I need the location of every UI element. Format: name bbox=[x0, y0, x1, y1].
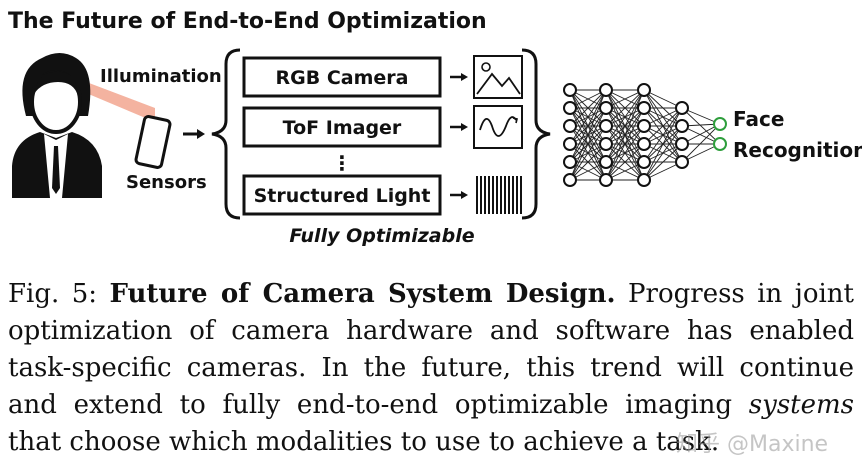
caption-title: Future of Camera System Design. bbox=[109, 279, 616, 309]
nn-node bbox=[563, 173, 577, 187]
caption-text: Progress in joint optimization of camera… bbox=[8, 279, 854, 420]
nn-edge bbox=[643, 107, 683, 163]
landscape-image-icon bbox=[473, 55, 523, 99]
nn-output-node bbox=[713, 117, 727, 131]
illumination-label: Illumination bbox=[100, 66, 222, 87]
nn-edge bbox=[605, 107, 645, 181]
vertical-ellipsis: ⋮ bbox=[332, 151, 352, 175]
person-icon bbox=[12, 53, 155, 198]
figure-title: The Future of End-to-End Optimization bbox=[8, 9, 487, 34]
nn-node bbox=[637, 155, 651, 169]
watermark: 知乎 @Maxine bbox=[676, 432, 829, 457]
output-label-recognition: Recognition bbox=[733, 138, 862, 162]
nn-edge bbox=[643, 89, 683, 109]
nn-node bbox=[637, 101, 651, 115]
figure-caption: Fig. 5: Future of Camera System Design. … bbox=[8, 276, 854, 461]
arrow-icon bbox=[450, 123, 468, 131]
stripe-pattern-icon bbox=[474, 174, 522, 216]
nn-edge bbox=[605, 89, 645, 145]
nn-edge bbox=[605, 143, 645, 181]
nn-node bbox=[637, 83, 651, 97]
caption-text-end: that choose which modalities to use to a… bbox=[8, 427, 720, 457]
nn-edge bbox=[569, 89, 607, 145]
nn-edge bbox=[681, 123, 721, 145]
module-rgb-camera: RGB Camera bbox=[242, 56, 442, 98]
right-brace bbox=[521, 48, 551, 220]
nn-edge bbox=[681, 125, 721, 145]
nn-node bbox=[599, 155, 613, 169]
output-label-face: Face bbox=[733, 107, 784, 131]
figure-diagram: The Future of End-to-End Optimization Il… bbox=[8, 9, 862, 247]
nn-edge bbox=[605, 161, 645, 181]
nn-node bbox=[637, 119, 651, 133]
nn-node bbox=[675, 155, 689, 169]
nn-node bbox=[675, 137, 689, 151]
left-brace bbox=[211, 48, 241, 220]
nn-edge bbox=[605, 89, 645, 127]
nn-node bbox=[599, 101, 613, 115]
sensors-label: Sensors bbox=[126, 172, 207, 193]
nn-edge bbox=[605, 89, 645, 181]
nn-edge bbox=[643, 143, 683, 181]
waveform-icon bbox=[473, 105, 523, 149]
nn-edge bbox=[643, 125, 683, 181]
nn-node bbox=[637, 173, 651, 187]
nn-edge bbox=[643, 107, 683, 127]
nn-node bbox=[599, 137, 613, 151]
arrow-icon bbox=[450, 73, 468, 81]
nn-edge bbox=[569, 89, 607, 163]
module-label: Structured Light bbox=[254, 185, 431, 207]
nn-node bbox=[563, 101, 577, 115]
module-label: ToF Imager bbox=[283, 117, 402, 139]
nn-node bbox=[563, 83, 577, 97]
caption-label: Fig. 5: bbox=[8, 279, 98, 309]
nn-node bbox=[563, 155, 577, 169]
nn-node bbox=[599, 83, 613, 97]
nn-node bbox=[563, 137, 577, 151]
caption-emphasis: systems bbox=[748, 390, 855, 420]
arrow-icon bbox=[183, 129, 205, 139]
nn-node bbox=[675, 119, 689, 133]
module-label: RGB Camera bbox=[276, 67, 409, 89]
nn-edge bbox=[643, 161, 683, 181]
nn-node bbox=[563, 119, 577, 133]
nn-edge bbox=[681, 107, 721, 145]
nn-node bbox=[675, 101, 689, 115]
nn-edge bbox=[605, 125, 645, 181]
nn-edge bbox=[569, 143, 607, 181]
module-tof-imager: ToF Imager bbox=[242, 106, 442, 148]
nn-edge bbox=[569, 89, 607, 127]
nn-node bbox=[599, 119, 613, 133]
nn-edge bbox=[605, 89, 645, 163]
nn-edge bbox=[569, 107, 607, 181]
fully-optimizable-label: Fully Optimizable bbox=[289, 225, 474, 247]
nn-edge bbox=[643, 107, 683, 145]
nn-edge bbox=[569, 125, 607, 181]
nn-edge bbox=[605, 89, 645, 109]
nn-node bbox=[637, 137, 651, 151]
nn-node bbox=[599, 173, 613, 187]
nn-edge bbox=[681, 123, 721, 163]
arrow-icon bbox=[450, 191, 468, 199]
phone-icon bbox=[134, 115, 172, 169]
module-structured-light: Structured Light bbox=[242, 174, 442, 216]
neural-network bbox=[563, 83, 727, 187]
nn-edge bbox=[681, 143, 721, 163]
nn-output-node bbox=[713, 137, 727, 151]
nn-edge bbox=[643, 107, 683, 181]
